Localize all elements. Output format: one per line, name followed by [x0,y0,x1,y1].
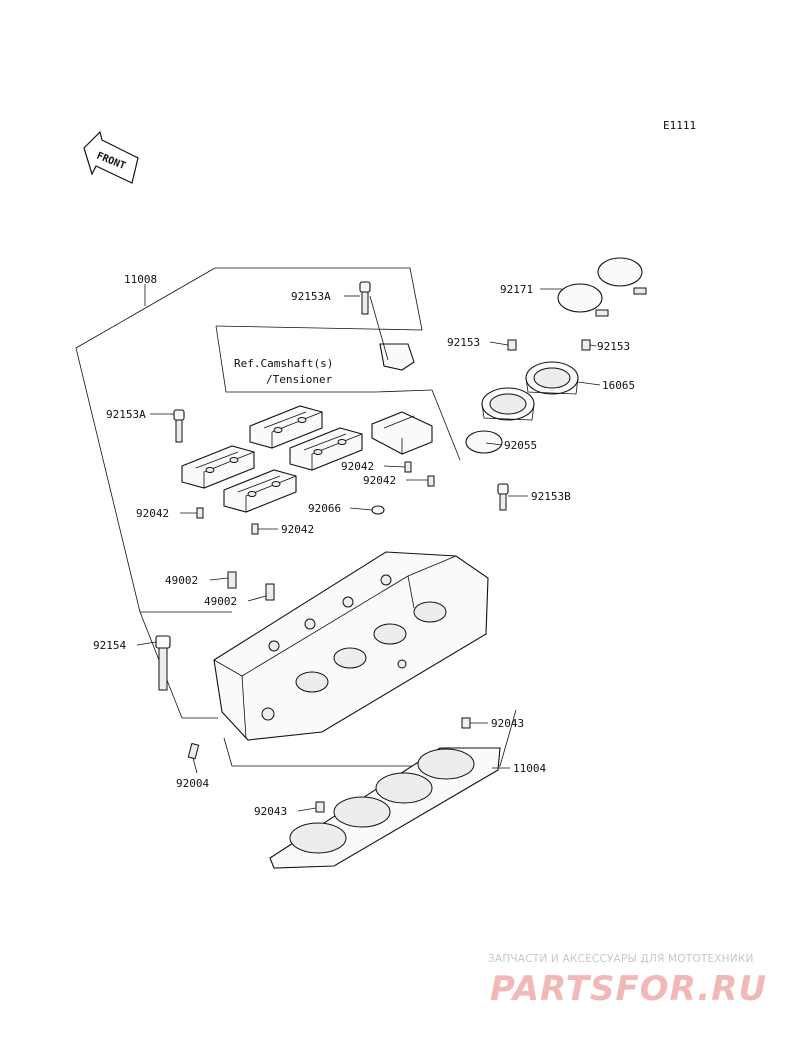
reference-note-line1: Ref.Camshaft(s) [234,357,333,370]
part-label-11004: 11004 [513,762,546,775]
tensioner-bracket [369,295,415,371]
part-label-92055: 92055 [504,439,537,452]
part-label-92042: 92042 [363,474,396,487]
watermark-tagline: ЗАПЧАСТИ И АКСЕССУАРЫ ДЛЯ МОТОТЕХНИКИ [488,953,754,965]
bolt-92153B [497,483,509,511]
part-label-92153A: 92153A [106,408,146,421]
part-label-92171: 92171 [500,283,533,296]
part-label-92153B: 92153B [531,490,571,503]
stud-92004 [187,742,200,760]
bolt-92153A-top [359,281,371,315]
throttle-holders [481,361,579,421]
part-label-16065: 16065 [602,379,635,392]
part-label-49002: 49002 [204,595,237,608]
watermark: ЗАПЧАСТИ И АКСЕССУАРЫ ДЛЯ МОТОТЕХНИКИ PA… [488,953,767,1009]
part-label-92043: 92043 [254,805,287,818]
part-label-92153A: 92153A [291,290,331,303]
o-ring-92055 [465,430,503,454]
diagram-code: E1111 [663,119,696,132]
screws-92153 [507,339,591,351]
reference-note-line2: /Tensioner [266,373,333,386]
part-number-labels: 11008 92153A 92171 92153 92153 16065 921… [93,273,635,818]
part-label-92153: 92153 [447,336,480,349]
part-label-92042: 92042 [136,507,169,520]
cylinder-head [213,551,489,741]
part-label-92042: 92042 [341,460,374,473]
clamps [557,257,647,317]
head-gasket [269,747,501,869]
leader-lines [136,284,601,812]
plugs-49002 [227,571,275,601]
watermark-logo: PARTSFOR.RU [490,969,767,1009]
clip-92066 [371,505,385,515]
reference-note: Ref.Camshaft(s) /Tensioner [234,357,333,386]
part-label-92154: 92154 [93,639,126,652]
bolt-92154 [155,635,171,691]
camshaft-caps [181,405,433,513]
part-label-49002: 49002 [165,574,198,587]
bolt-92153A-left [173,409,185,443]
part-label-92042: 92042 [281,523,314,536]
part-label-92004: 92004 [176,777,209,790]
part-label-92153: 92153 [597,340,630,353]
part-label-92043: 92043 [491,717,524,730]
front-arrow-icon: FRONT [83,130,139,184]
part-label-92066: 92066 [308,502,341,515]
part-label-11008: 11008 [124,273,157,286]
